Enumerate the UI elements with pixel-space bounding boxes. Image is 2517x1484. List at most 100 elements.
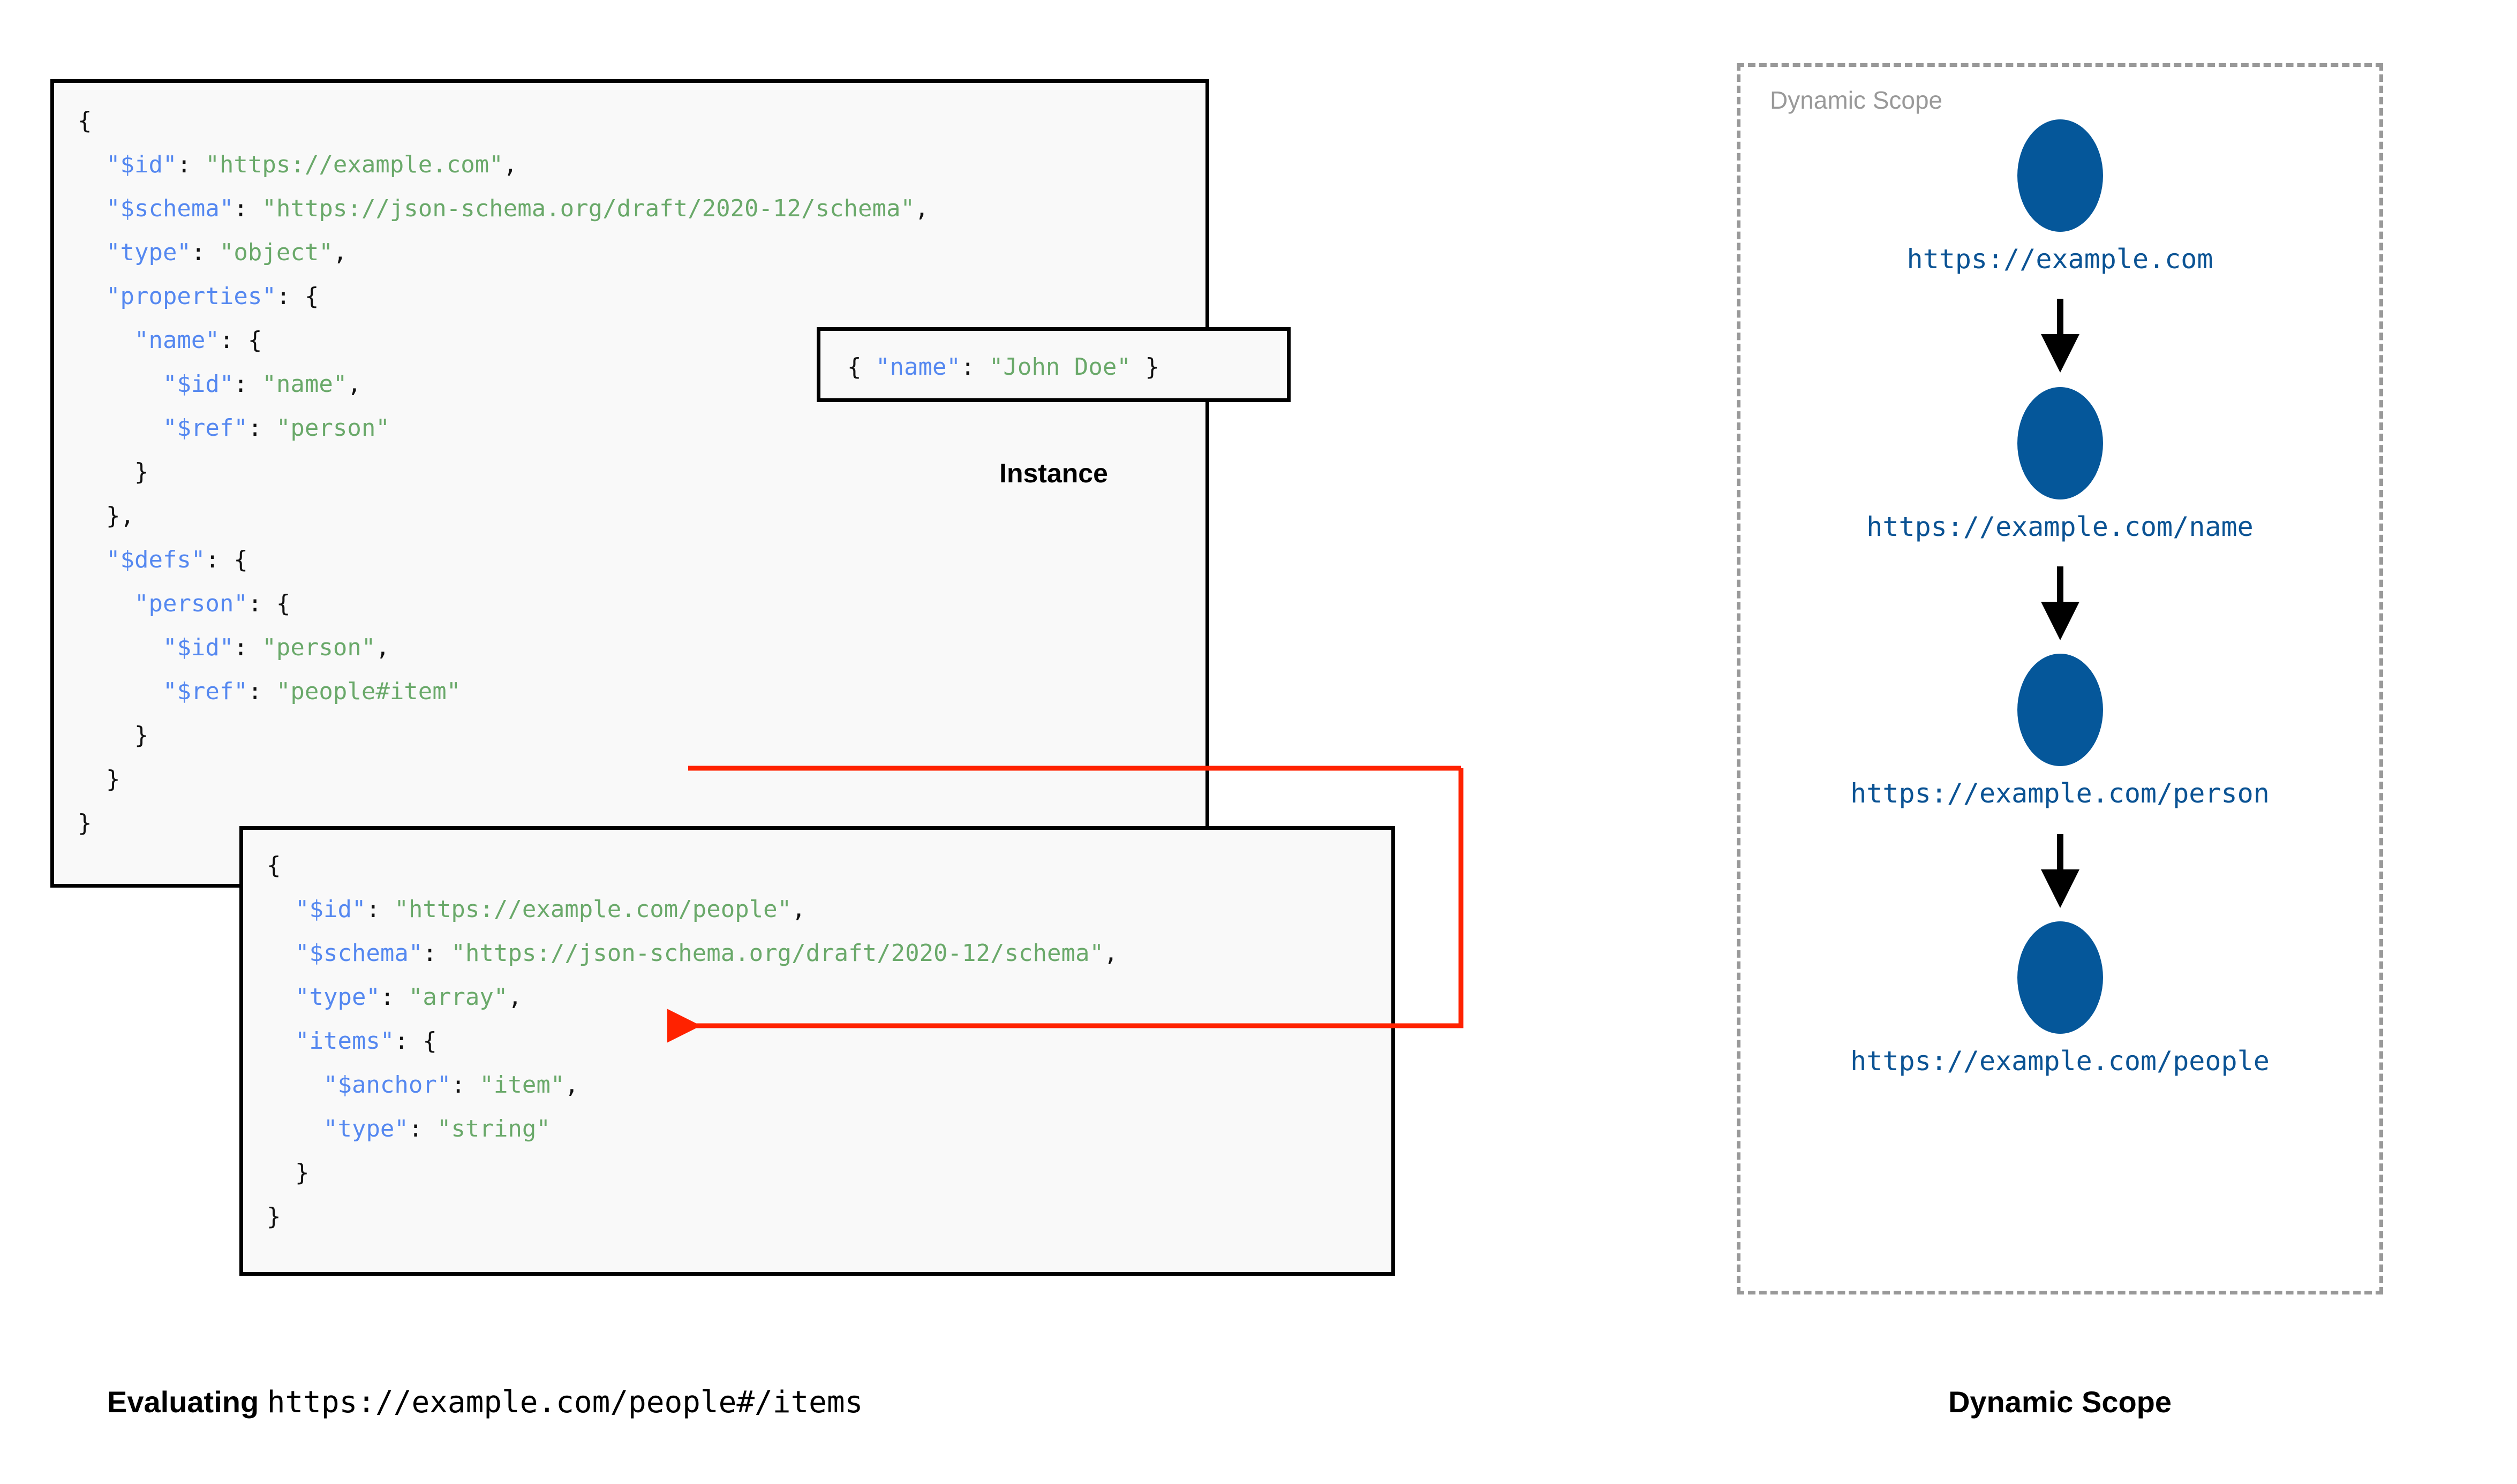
json-punct: : { — [219, 327, 262, 354]
code-line: "properties": { — [78, 275, 929, 319]
json-punct: : { — [394, 1027, 437, 1055]
code-line: { "name": "John Doe" } — [847, 343, 1159, 392]
json-punct: { — [267, 852, 281, 879]
json-key: "type" — [105, 239, 191, 266]
code-line: "type": "array", — [267, 975, 1118, 1019]
scope-node-label-0: https://example.com — [1906, 244, 2213, 275]
dynamic-scope-title: Dynamic Scope — [1770, 86, 1943, 114]
json-value: "person" — [276, 414, 390, 442]
evaluating-caption-prefix: Evaluating — [107, 1385, 259, 1419]
json-value: "name" — [262, 370, 348, 398]
schema-people-code: { "$id": "https://example.com/people", "… — [267, 844, 1118, 1239]
evaluating-caption-uri: https://example.com/people#/items — [267, 1385, 863, 1420]
code-line: "$ref": "people#item" — [78, 670, 929, 714]
json-key: "$defs" — [105, 546, 206, 573]
json-punct: : — [247, 414, 276, 442]
json-key: "type" — [295, 983, 380, 1011]
scope-node-label-3: https://example.com/people — [1850, 1046, 2270, 1077]
json-punct: : — [177, 151, 206, 178]
code-line: "$defs": { — [78, 538, 929, 582]
json-punct: } — [134, 458, 149, 486]
json-value: "people#item" — [276, 678, 461, 705]
scope-node-circle-1 — [2017, 387, 2103, 499]
code-line: { — [78, 99, 929, 143]
json-punct: : — [233, 634, 262, 661]
json-punct: : — [960, 353, 989, 381]
json-punct: : — [233, 195, 262, 222]
json-punct: , — [333, 239, 348, 266]
json-value: "item" — [479, 1071, 565, 1099]
json-key: "$id" — [105, 151, 177, 178]
json-punct: : { — [247, 590, 291, 617]
json-value: "https://json-schema.org/draft/2020-12/s… — [262, 195, 915, 222]
json-punct: { — [847, 353, 876, 381]
json-key: "$id" — [295, 896, 366, 923]
code-line: "$schema": "https://json-schema.org/draf… — [267, 932, 1118, 975]
json-key: "name" — [875, 353, 961, 381]
instance-code: { "name": "John Doe" } — [847, 343, 1159, 392]
scope-node-circle-3 — [2017, 921, 2103, 1034]
json-key: "$id" — [162, 634, 234, 661]
json-punct: : — [408, 1115, 437, 1142]
json-value: "string" — [436, 1115, 551, 1142]
json-punct: , — [792, 896, 806, 923]
schema-root-code: { "$id": "https://example.com", "$schema… — [78, 99, 929, 845]
json-punct: } — [105, 766, 120, 793]
json-value: "https://example.com" — [205, 151, 503, 178]
json-punct: , — [564, 1071, 579, 1099]
json-punct: { — [78, 107, 92, 134]
json-key: "$ref" — [162, 414, 248, 442]
code-line: { — [267, 844, 1118, 888]
json-punct: , — [347, 370, 361, 398]
json-key: "name" — [134, 327, 220, 354]
scope-node-label-1: https://example.com/name — [1866, 511, 2254, 542]
json-punct: : — [451, 1071, 480, 1099]
json-key: "$schema" — [295, 940, 423, 967]
code-line: "$id": "https://example.com/people", — [267, 888, 1118, 932]
schema-box-root: { "$id": "https://example.com", "$schema… — [50, 79, 1209, 888]
code-line: "$id": "person", — [78, 626, 929, 670]
code-line: "items": { — [267, 1019, 1118, 1063]
scope-node-label-2: https://example.com/person — [1850, 778, 2270, 809]
evaluating-caption: Evaluating https://example.com/people#/i… — [107, 1384, 863, 1420]
json-punct: , — [508, 983, 522, 1011]
dynamic-scope-graph — [2017, 119, 2103, 1034]
code-line: } — [267, 1195, 1118, 1239]
json-punct: , — [914, 195, 929, 222]
json-punct: : { — [276, 283, 319, 310]
code-line: } — [78, 450, 929, 494]
json-key: "$id" — [162, 370, 234, 398]
code-line: "type": "object", — [78, 231, 929, 275]
json-punct: : — [191, 239, 220, 266]
code-line: }, — [78, 494, 929, 538]
json-punct: , — [375, 634, 390, 661]
code-line: } — [78, 714, 929, 758]
code-line: "$schema": "https://json-schema.org/draf… — [78, 187, 929, 231]
json-punct: : — [423, 940, 451, 967]
instance-label: Instance — [999, 458, 1108, 488]
json-punct: : { — [205, 546, 248, 573]
scope-node-circle-2 — [2017, 654, 2103, 766]
code-line: "$id": "name", — [78, 362, 929, 406]
code-line: "type": "string" — [267, 1107, 1118, 1151]
code-line: } — [78, 758, 929, 801]
code-line: "$anchor": "item", — [267, 1063, 1118, 1107]
json-value: "https://example.com/people" — [394, 896, 792, 923]
json-key: "type" — [323, 1115, 409, 1142]
json-key: "person" — [134, 590, 248, 617]
json-value: "person" — [262, 634, 376, 661]
dynamic-scope-caption: Dynamic Scope — [1948, 1385, 2172, 1419]
json-key: "items" — [295, 1027, 395, 1055]
code-line: "$id": "https://example.com", — [78, 143, 929, 187]
code-line: "person": { — [78, 582, 929, 626]
code-line: } — [78, 801, 929, 845]
code-line: "name": { — [78, 319, 929, 362]
json-punct: , — [503, 151, 518, 178]
json-value: "object" — [219, 239, 333, 266]
schema-box-people: { "$id": "https://example.com/people", "… — [239, 826, 1395, 1276]
json-key: "$anchor" — [323, 1071, 451, 1099]
json-punct: : — [247, 678, 276, 705]
dynamic-scope-container — [1737, 63, 2383, 1294]
json-punct: } — [134, 722, 149, 749]
